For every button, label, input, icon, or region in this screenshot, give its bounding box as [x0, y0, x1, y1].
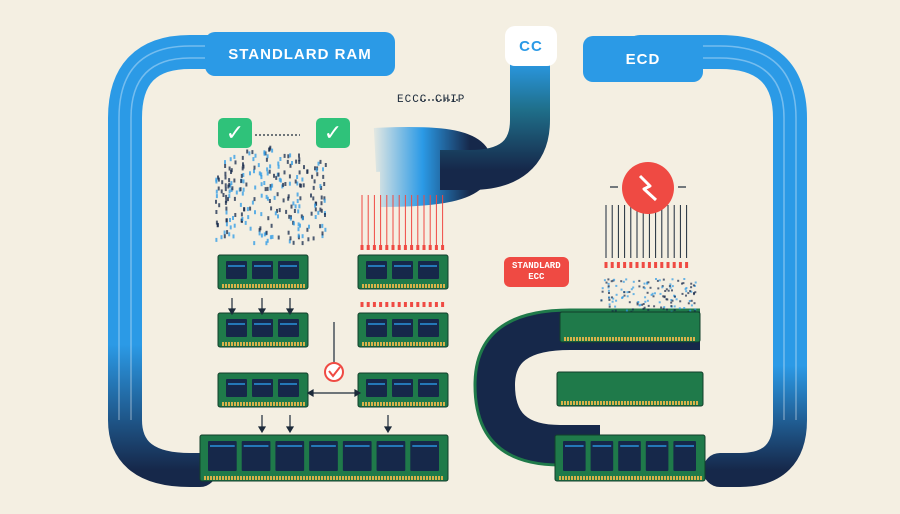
ram-module [559, 311, 701, 343]
navy-s-curve [474, 310, 700, 465]
left-band [108, 35, 227, 487]
cc-pill: CC [505, 26, 557, 66]
cc-band [440, 60, 550, 190]
standard-ram-pill: STANDLARD RAM [205, 32, 395, 76]
check-icon: ✓ [316, 118, 350, 148]
ecc-signal-lines [360, 195, 445, 307]
ram-module [217, 312, 309, 348]
error-signal-lines [604, 205, 689, 268]
standard-ecc-line2: ECC [528, 272, 545, 282]
ram-module [357, 372, 449, 408]
standard-ram-label: STANDLARD RAM [228, 45, 372, 63]
ecd-label: ECD [625, 50, 661, 68]
ram-module [556, 371, 704, 407]
ram-module [357, 312, 449, 348]
ecc-ram-module [199, 434, 449, 482]
verify-circle-icon [324, 362, 344, 382]
check-icon: ✓ [218, 118, 252, 148]
lightning-error-icon [622, 162, 674, 214]
cc-label: CC [519, 37, 543, 55]
standard-ecc-line1: STANDLARD [512, 261, 561, 271]
ram-module [217, 372, 309, 408]
flow-arrows [227, 99, 686, 434]
ecc-chip-label: ECCC CHIP [397, 94, 466, 106]
standard-ecc-tag: STANDLARD ECC [504, 257, 569, 287]
right-band [623, 35, 807, 487]
binary-cloud [215, 145, 327, 246]
ram-module [357, 254, 449, 290]
ecc-ram-module [554, 434, 706, 482]
ecd-pill: ECD [583, 36, 703, 82]
ram-module [217, 254, 309, 290]
